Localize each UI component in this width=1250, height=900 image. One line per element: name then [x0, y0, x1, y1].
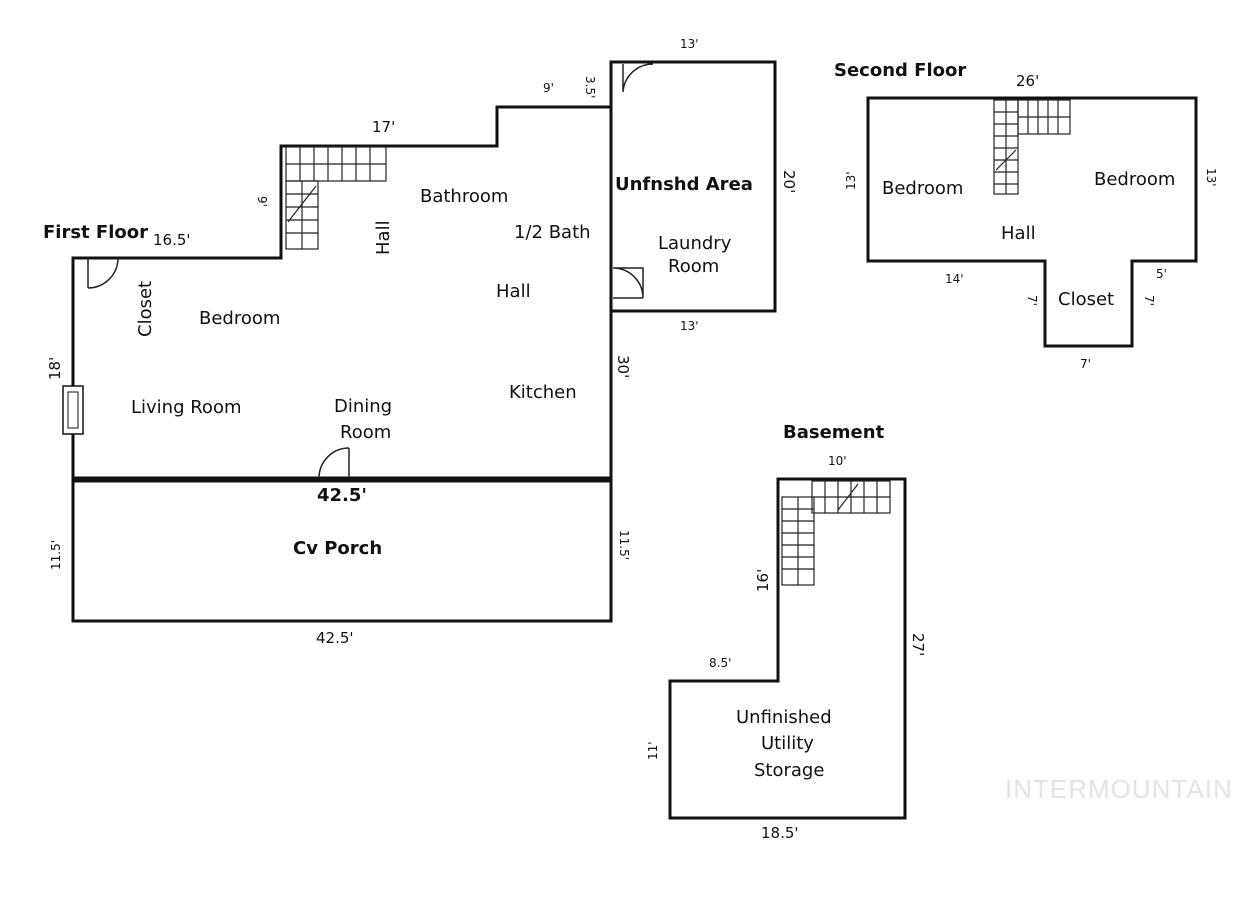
dim-porch-left: 11.5': [49, 540, 63, 570]
dim-left-upper: 16.5': [153, 231, 191, 249]
second-hall-label: Hall: [1001, 223, 1036, 244]
unfinished-door: [622, 63, 654, 93]
dim-right-height: 30': [614, 355, 632, 378]
bedroom-label: Bedroom: [199, 308, 280, 329]
basement-stair: [781, 480, 891, 586]
watermark: INTERMOUNTAIN: [1005, 774, 1233, 804]
porch-label: Cv Porch: [293, 538, 382, 559]
first-floor-title: First Floor: [43, 222, 148, 243]
bathroom-label: Bathroom: [420, 186, 508, 207]
fireplace: [62, 385, 84, 435]
dim-stair-wall-side: 9': [255, 196, 269, 207]
dim-basement-step: 8.5': [709, 656, 731, 670]
second-floor-walls: [866, 96, 1198, 348]
kitchen-label: Kitchen: [509, 382, 577, 403]
dim-closet-bottom: 7': [1080, 357, 1091, 371]
dim-basement-upper-left: 16': [754, 569, 772, 592]
basement-label-3: Storage: [754, 760, 824, 781]
dim-closet-left: 7': [1025, 295, 1039, 306]
basement-label-2: Utility: [761, 733, 814, 754]
dim-porch-width: 42.5': [316, 629, 354, 647]
hall-label: Hall: [496, 281, 531, 302]
dim-second-width: 26': [1016, 72, 1039, 90]
dim-closet-right: 7': [1142, 295, 1156, 306]
dim-unfinished-bottom: 13': [680, 319, 699, 333]
dim-unfinished-top: 13': [680, 37, 699, 51]
laundry-door: [612, 267, 644, 299]
dim-stair-wall-top: 17': [372, 118, 395, 136]
basement-label-1: Unfinished: [736, 707, 832, 728]
closet-door: [87, 257, 119, 289]
unfinished-area-walls: [609, 60, 777, 313]
dim-basement-right: 27': [909, 633, 927, 656]
dim-step-top: 9': [543, 81, 554, 95]
dining-room-label-1: Dining: [334, 396, 392, 417]
dim-house-width: 42.5': [317, 485, 367, 506]
living-room-label: Living Room: [131, 397, 242, 418]
dim-left-height: 18': [46, 357, 64, 380]
dim-second-bottom-left: 14': [945, 272, 964, 286]
first-floor-stair: [285, 146, 387, 250]
second-floor-title: Second Floor: [834, 60, 966, 81]
dim-second-bottom-right: 5': [1156, 267, 1167, 281]
dim-step-side: 3.5': [583, 76, 597, 98]
second-closet-label: Closet: [1058, 289, 1114, 310]
second-bedroom-right-label: Bedroom: [1094, 169, 1175, 190]
half-bath-label: 1/2 Bath: [514, 222, 591, 243]
second-bedroom-left-label: Bedroom: [882, 178, 963, 199]
dim-unfinished-side: 20': [780, 170, 798, 193]
dim-basement-bottom: 18.5': [761, 824, 799, 842]
basement-title: Basement: [783, 422, 885, 443]
second-floor-stair: [993, 99, 1071, 195]
dim-porch-right: 11.5': [617, 530, 631, 560]
hall-vertical-label: Hall: [373, 220, 394, 255]
dim-second-left: 13': [844, 171, 858, 190]
basement-walls: [668, 477, 907, 820]
basement: Basement Unfinished Utility Storage 10' …: [646, 422, 927, 842]
laundry-label-1: Laundry: [658, 233, 732, 254]
porch-door: [318, 447, 350, 479]
unfinished-area-label: Unfnshd Area: [615, 174, 753, 195]
second-floor: Second Floor Bedroom Bedroom Hall Closet…: [834, 60, 1218, 371]
dim-second-right: 13': [1204, 168, 1218, 187]
laundry-label-2: Room: [668, 256, 719, 277]
dining-room-label-2: Room: [340, 422, 391, 443]
porch-walls: [71, 479, 613, 623]
first-floor: First Floor Bathroom 1/2 Bath Hall Hall …: [43, 37, 798, 647]
closet-label: Closet: [135, 281, 156, 337]
dim-basement-top: 10': [828, 454, 847, 468]
dim-basement-lower-left: 11': [646, 741, 660, 760]
